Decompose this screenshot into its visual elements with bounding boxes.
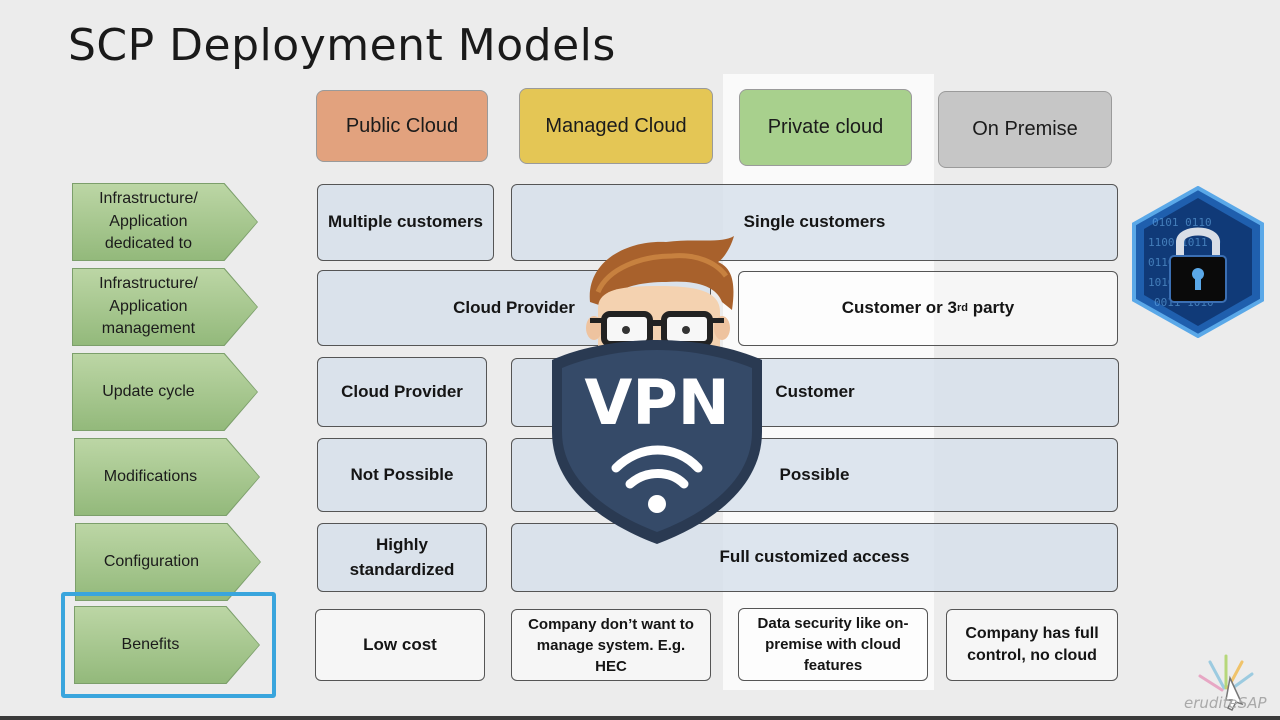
svg-text:1100 1011 0: 1100 1011 0 (1148, 236, 1221, 249)
row-label-benefits: Benefits (75, 607, 259, 683)
cell-benefit-onprem: Company has full control, no cloud (946, 609, 1118, 681)
erudite-logo-text: eruditeSAP (1184, 694, 1267, 712)
cell-benefit-managed: Company don’t want to manage system. E.g… (511, 609, 711, 681)
slide-title: SCP Deployment Models (68, 20, 616, 71)
row-label-modifications: Modifications (75, 439, 259, 515)
svg-text:0101 0110: 0101 0110 (1152, 216, 1212, 229)
vpn-shield-icon: VPN (552, 236, 762, 544)
row-label-dedicated: Infrastructure/ Application dedicated to (73, 184, 257, 260)
cell-config-public: Highly standardized (317, 523, 487, 592)
bottom-bar (0, 716, 1280, 720)
row-label-management: Infrastructure/ Application management (73, 269, 257, 345)
lock-security-icon: 0101 0110 1100 1011 0 0110 0101 1 1010 1… (1132, 186, 1264, 338)
management-customer-superscript: rd (956, 301, 968, 314)
cell-benefit-public: Low cost (315, 609, 485, 681)
vpn-text: VPN (584, 366, 729, 439)
cell-dedicated-public: Multiple customers (317, 184, 494, 261)
header-on-premise: On Premise (938, 91, 1112, 168)
header-managed-cloud: Managed Cloud (519, 88, 713, 164)
header-private-cloud: Private cloud (739, 89, 912, 166)
cell-mod-public: Not Possible (317, 438, 487, 512)
cell-config-full: Full customized access (511, 523, 1118, 592)
row-label-update-cycle: Update cycle (73, 354, 257, 430)
cell-update-public: Cloud Provider (317, 357, 487, 427)
header-public-cloud: Public Cloud (316, 90, 488, 162)
cell-dedicated-single: Single customers (511, 184, 1118, 261)
management-customer-suffix: party (967, 298, 1015, 318)
management-customer-text: Customer or 3 (841, 298, 957, 318)
row-label-configuration: Configuration (76, 524, 260, 600)
benefits-selection-highlight (61, 592, 276, 698)
cell-benefit-private: Data security like on-premise with cloud… (738, 608, 928, 681)
erudite-logo-icon (1198, 654, 1254, 712)
